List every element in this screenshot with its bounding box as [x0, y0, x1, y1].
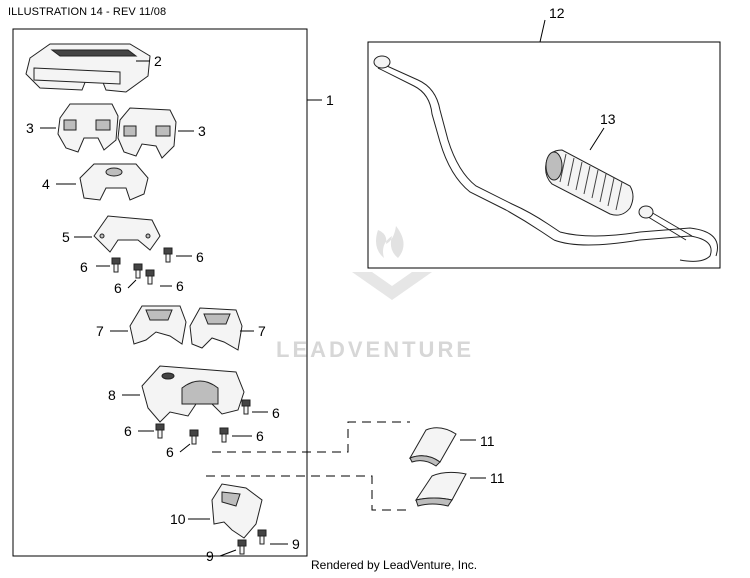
- callout-6-e: 6: [272, 405, 280, 421]
- callout-3-right: 3: [198, 123, 206, 139]
- callout-5: 5: [62, 229, 70, 245]
- part-4-upper-housing[interactable]: [79, 163, 149, 201]
- part-5-bracket[interactable]: [93, 215, 161, 253]
- callout-1: 1: [326, 92, 334, 108]
- screw-9-a[interactable]: [237, 539, 247, 555]
- part-8-lower-housing[interactable]: [141, 365, 245, 423]
- callout-11-lower: 11: [490, 470, 505, 486]
- screw-6-a[interactable]: [111, 257, 121, 273]
- part-3-clamp-right[interactable]: [117, 107, 177, 159]
- callout-6-c: 6: [176, 278, 184, 294]
- part-13-grip[interactable]: [545, 149, 634, 216]
- callout-8: 8: [108, 387, 116, 403]
- callout-6-f: 6: [124, 423, 132, 439]
- screw-9-b[interactable]: [257, 529, 267, 545]
- part-10-clamp[interactable]: [211, 483, 263, 539]
- callout-9-a: 9: [206, 548, 214, 564]
- screw-6-g[interactable]: [189, 429, 199, 445]
- callout-7-left: 7: [96, 323, 104, 339]
- callout-10: 10: [170, 511, 186, 527]
- screw-6-d[interactable]: [163, 247, 173, 263]
- leadventure-watermark: LEADVENTURE: [276, 226, 474, 362]
- callout-6-g: 6: [166, 444, 174, 460]
- part-11-sleeve-upper[interactable]: [408, 427, 457, 467]
- screw-6-h[interactable]: [219, 427, 229, 443]
- part-7-clamp-right[interactable]: [189, 307, 243, 351]
- callout-2: 2: [154, 53, 162, 69]
- part-3-clamp-left[interactable]: [57, 103, 119, 153]
- group-box-1: [12, 28, 308, 557]
- part-2-top-cover[interactable]: [25, 43, 151, 93]
- callout-11-upper: 11: [480, 433, 495, 449]
- screw-6-b[interactable]: [133, 263, 143, 279]
- callout-3-left: 3: [26, 120, 34, 136]
- callout-7-right: 7: [258, 323, 266, 339]
- render-credit: Rendered by LeadVenture, Inc.: [311, 558, 478, 572]
- callout-9-b: 9: [292, 536, 300, 552]
- callout-6-b: 6: [114, 280, 122, 296]
- screw-6-f[interactable]: [155, 423, 165, 439]
- callout-4: 4: [42, 176, 50, 192]
- watermark-text: LEADVENTURE: [276, 337, 474, 362]
- illustration-title: ILLUSTRATION 14 - REV 11/08: [8, 6, 167, 18]
- part-7-clamp-left[interactable]: [129, 305, 187, 345]
- group-box-12: [367, 41, 721, 269]
- callout-6-d: 6: [196, 249, 204, 265]
- callout-6-h: 6: [256, 428, 264, 444]
- screw-6-e[interactable]: [241, 399, 251, 415]
- screw-6-c[interactable]: [145, 269, 155, 285]
- callout-12: 12: [549, 5, 565, 21]
- handlebar-tube[interactable]: [373, 55, 718, 262]
- callout-6-a: 6: [80, 259, 88, 275]
- callout-13: 13: [600, 111, 616, 127]
- part-11-sleeve-lower[interactable]: [414, 471, 467, 507]
